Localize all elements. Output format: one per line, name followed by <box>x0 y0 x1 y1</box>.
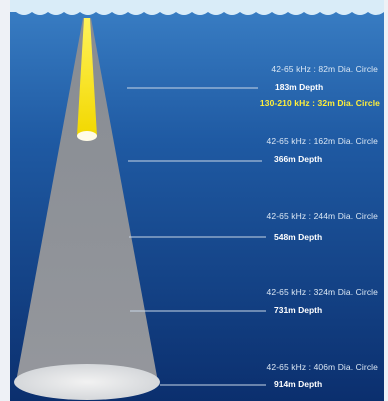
depth-label-3: 548m Depth <box>274 232 323 242</box>
beam-label-2: 42-65 kHz : 162m Dia. Circle <box>266 136 378 146</box>
depth-label-2: 366m Depth <box>274 154 323 164</box>
narrow-beam-label: 130-210 kHz : 32m Dia. Circle <box>259 98 380 108</box>
depth-label-5: 914m Depth <box>274 379 323 389</box>
wide-beam-cone <box>16 18 158 382</box>
beam-label-1: 42-65 kHz : 82m Dia. Circle <box>271 64 378 74</box>
beam-label-3: 42-65 kHz : 244m Dia. Circle <box>266 211 378 221</box>
beam-label-5: 42-65 kHz : 406m Dia. Circle <box>266 362 378 372</box>
depth-label-1: 183m Depth <box>275 82 324 92</box>
narrow-beam-cone <box>77 18 97 136</box>
water-surface-waves <box>10 0 384 15</box>
beam-label-4: 42-65 kHz : 324m Dia. Circle <box>266 287 378 297</box>
wide-beam-footprint <box>14 364 160 400</box>
depth-label-4: 731m Depth <box>274 305 323 315</box>
narrow-beam-footprint <box>77 131 97 141</box>
